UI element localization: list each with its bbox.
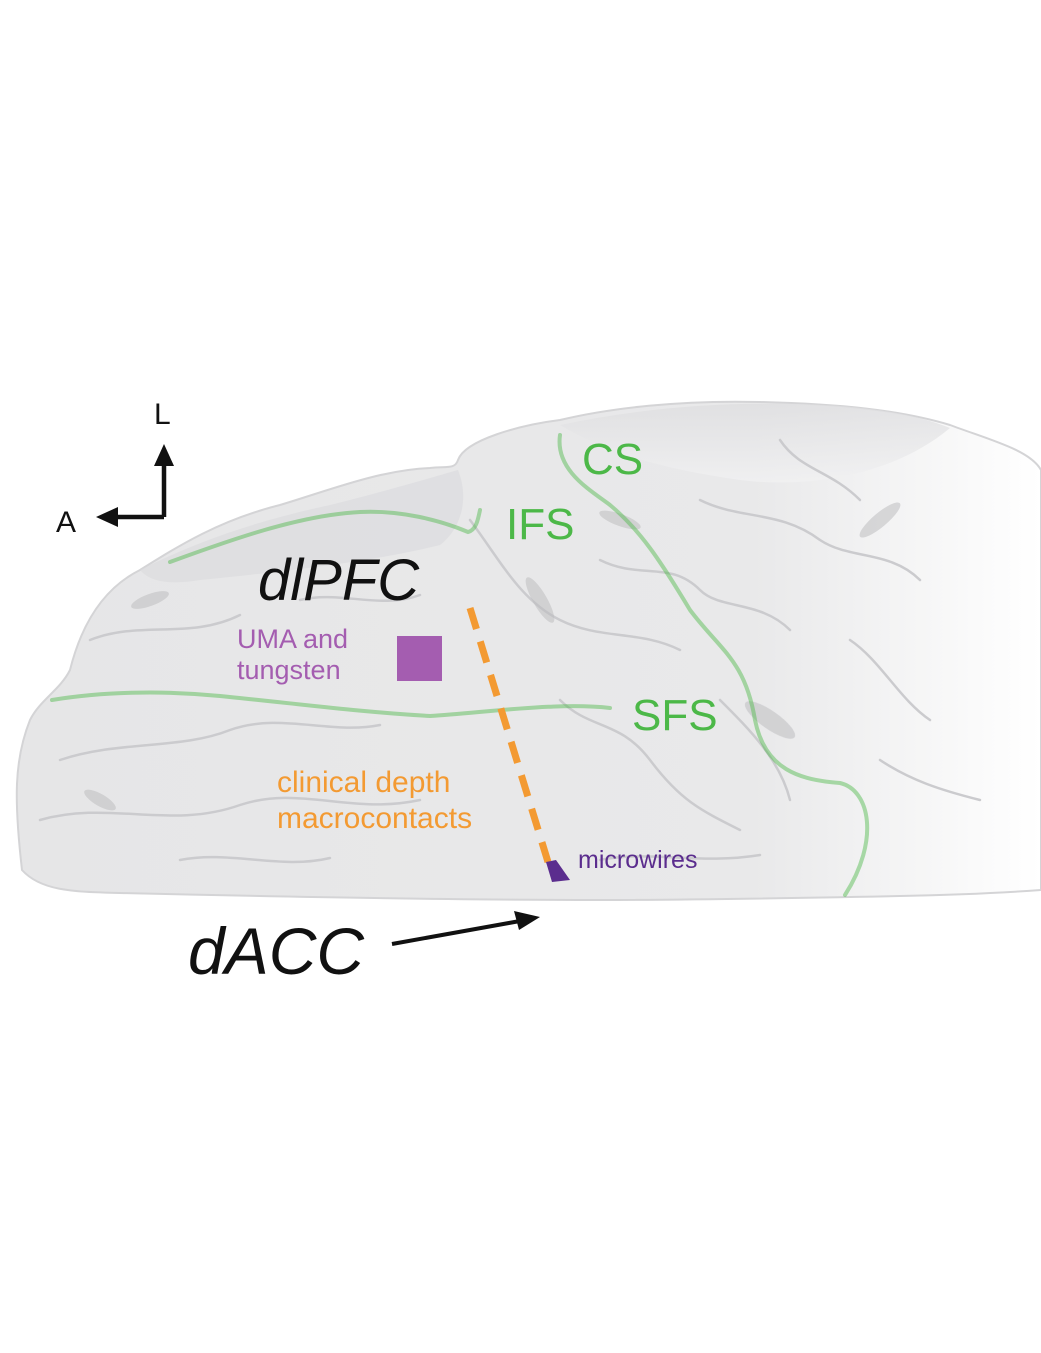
- dacc-arrow: [391, 911, 540, 946]
- sulcus-lines: [50, 433, 870, 897]
- brain-surface: [15, 400, 1041, 902]
- uma-label: UMA and tungsten: [237, 624, 407, 686]
- arrow-right-icon: [514, 911, 540, 930]
- arrow-left-icon: [96, 507, 118, 527]
- arrow-up-icon: [154, 444, 174, 466]
- gyral-folds: [38, 438, 982, 864]
- clinical-label: clinical depth macrocontacts: [277, 765, 472, 837]
- sfs-label: SFS: [632, 691, 718, 740]
- cs-line: [557, 433, 870, 897]
- ifs-label: IFS: [506, 500, 575, 549]
- upper-gyrus-shade: [140, 470, 464, 583]
- orientation-axes: [96, 444, 174, 527]
- dlpfc-label: dlPFC: [258, 548, 420, 613]
- uma-array-marker: [397, 636, 442, 681]
- clinical-depth-electrode: [466, 606, 552, 864]
- clinical-label-line2: macrocontacts: [277, 802, 473, 835]
- anterior-label: A: [56, 506, 77, 539]
- microwire-tip: [546, 860, 570, 882]
- cs-label: CS: [582, 435, 644, 484]
- lateral-label: L: [154, 398, 171, 431]
- clinical-label-line1: clinical depth: [277, 766, 451, 799]
- sfs-line: [50, 690, 612, 719]
- uma-label-line2: tungsten: [237, 655, 341, 686]
- microwires-label: microwires: [578, 846, 698, 874]
- posterior-gyrus-shade: [560, 403, 950, 483]
- gyral-shadows: [84, 502, 901, 811]
- uma-label-line1: UMA and: [237, 624, 349, 654]
- ifs-line: [168, 508, 482, 564]
- dacc-label: dACC: [188, 914, 365, 988]
